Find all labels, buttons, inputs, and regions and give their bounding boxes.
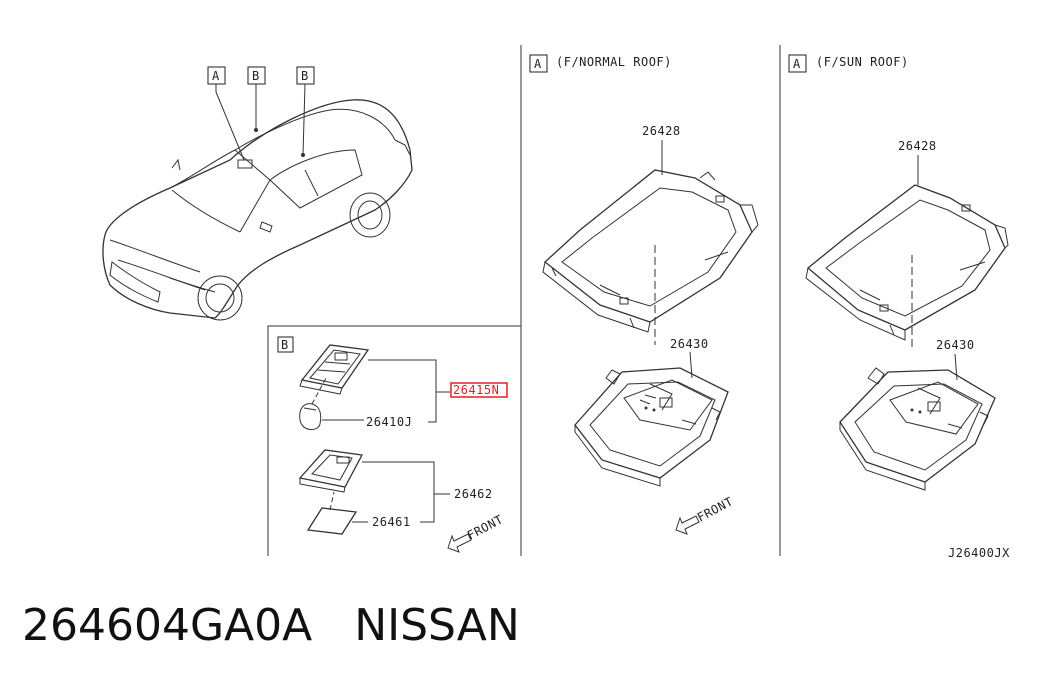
part-26415N: 26415N [453, 383, 499, 397]
lens-26461 [306, 491, 358, 535]
part-26410J: 26410J [366, 415, 412, 429]
svg-text:A: A [534, 57, 542, 71]
part-26461: 26461 [372, 515, 411, 529]
leader-car-b2 [302, 83, 306, 156]
front-arrow-normal: FRONT [675, 494, 736, 535]
svg-text:FRONT: FRONT [465, 512, 506, 542]
callout-car-a: A [207, 66, 226, 85]
console-26430-normal [574, 367, 729, 487]
svg-text:B: B [281, 338, 288, 352]
part-26462: 26462 [454, 487, 493, 501]
footer-spacer [312, 600, 354, 651]
detail-b-frame [267, 325, 521, 556]
part-26428-sun: 26428 [898, 139, 937, 153]
svg-text:B: B [301, 69, 308, 83]
bulb-26415N [299, 377, 327, 430]
view-normal-roof: (F/NORMAL ROOF) [556, 55, 672, 69]
leader-26462 [362, 461, 435, 523]
callout-normal-a: A [529, 54, 548, 73]
footer-part-number: 264604GA0A [22, 600, 313, 651]
footer-brand: NISSAN [354, 600, 520, 651]
frame-26428-normal [542, 169, 759, 333]
svg-text:B: B [252, 69, 259, 83]
part-26430-sun: 26430 [936, 338, 975, 352]
diagram-code: J26400JX [948, 546, 1010, 560]
highlight-box-26415N [450, 382, 508, 398]
lamp-cover-26462 [298, 449, 364, 493]
svg-text:A: A [793, 57, 801, 71]
frame-26428-sun [805, 184, 1009, 341]
svg-text:A: A [212, 69, 220, 83]
view-sun-roof: (F/SUN ROOF) [816, 55, 909, 69]
callout-car-b2: B [296, 66, 315, 85]
callout-sun-a: A [788, 54, 807, 73]
part-26430-normal: 26430 [670, 337, 709, 351]
leader-26415N [368, 359, 437, 423]
car-illustration [102, 99, 413, 321]
lamp-housing-26410J [299, 344, 370, 395]
leader-car-a [215, 84, 245, 161]
callout-detail-b: B [277, 336, 294, 353]
part-26428-normal: 26428 [642, 124, 681, 138]
callout-car-b1: B [247, 66, 266, 85]
front-arrow-detail: FRONT [447, 512, 506, 553]
svg-text:FRONT: FRONT [695, 494, 736, 524]
footer-part-line: 264604GA0A NISSAN [22, 600, 520, 651]
console-26430-sun [839, 367, 996, 491]
